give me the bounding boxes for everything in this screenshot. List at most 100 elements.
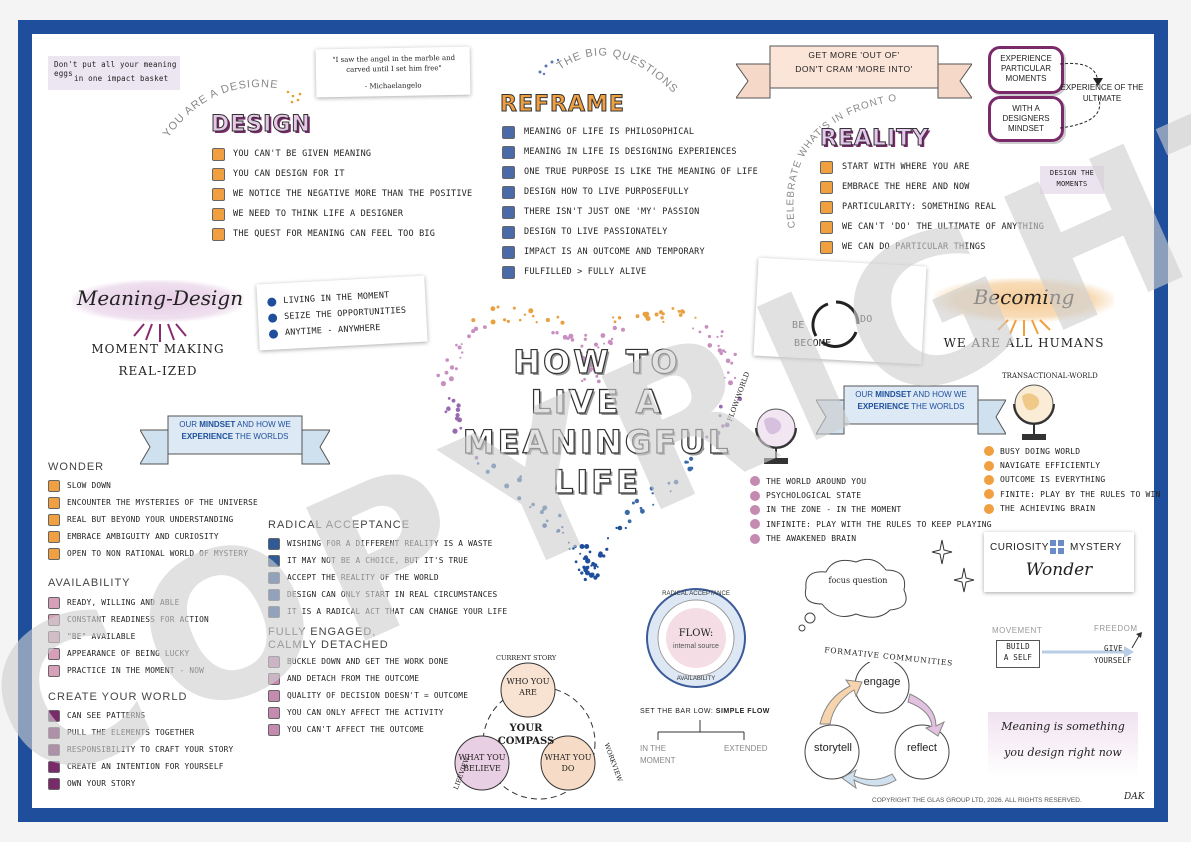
heart-dot bbox=[651, 492, 654, 495]
heart-dot bbox=[580, 571, 584, 575]
becoming-sub: WE ARE ALL HUMANS bbox=[943, 336, 1105, 350]
heart-dot bbox=[724, 350, 727, 354]
flow-circle-diagram bbox=[646, 588, 746, 688]
compass-left: WHAT YOU BELIEVE bbox=[458, 753, 506, 773]
formative-storytell: storytell bbox=[814, 742, 852, 754]
heart-dot bbox=[582, 557, 586, 560]
curiosity-left: CURIOSITY bbox=[990, 542, 1049, 553]
heart-dot bbox=[567, 541, 570, 544]
heart-dot bbox=[711, 433, 716, 438]
experience-box-2: WITH A DESIGNERS MINDSET bbox=[988, 96, 1064, 142]
heart-dot bbox=[590, 572, 595, 577]
heart-dot bbox=[473, 439, 479, 445]
heart-dot bbox=[584, 570, 590, 576]
build-self-line1: BUILD bbox=[1006, 642, 1030, 651]
cycle-do: DO bbox=[860, 314, 873, 325]
heart-dot bbox=[574, 560, 578, 564]
heart-dot bbox=[454, 367, 458, 371]
heart-dot bbox=[727, 371, 730, 374]
heart-dot bbox=[473, 326, 479, 331]
list-item: You can only affect the activity bbox=[268, 704, 468, 721]
heart-dot bbox=[455, 343, 458, 347]
heart-dot bbox=[617, 525, 623, 531]
compass-arc-top: CURRENT STORY bbox=[496, 654, 557, 662]
heart-dot bbox=[545, 317, 550, 323]
mindset-banner-right-line1: OUR MINDSET AND HOW WE bbox=[855, 390, 967, 399]
experience-side-text: EXPERIENCE OF THE ULTIMATE bbox=[1060, 83, 1144, 103]
heart-dot bbox=[496, 305, 500, 309]
heart-dot bbox=[568, 333, 574, 339]
heart-dot bbox=[639, 506, 643, 510]
focus-question-text: focus question bbox=[828, 576, 888, 585]
transactional-globe-icon bbox=[1013, 384, 1055, 440]
heart-dot bbox=[694, 316, 697, 319]
heart-dot bbox=[635, 314, 640, 319]
list-item: Slow down bbox=[48, 477, 258, 494]
signature: DAK bbox=[1124, 792, 1145, 802]
top-note-line2: in one impact basket bbox=[74, 74, 169, 83]
list-item: Accept the reality of the world bbox=[268, 569, 507, 586]
heart-dot bbox=[447, 397, 451, 400]
heart-dot bbox=[698, 330, 702, 334]
heart-dot bbox=[436, 373, 440, 378]
list-item: In the zone - in the moment bbox=[750, 503, 992, 517]
heart-dot bbox=[455, 407, 461, 412]
heart-dot bbox=[603, 342, 605, 345]
heart-dot bbox=[573, 544, 577, 549]
top-note-line1: Don't put all your meaning eggs bbox=[54, 60, 177, 78]
heart-dot bbox=[555, 331, 559, 335]
heart-dot bbox=[690, 466, 694, 470]
heart-dot bbox=[631, 501, 635, 505]
heart-dot bbox=[725, 358, 731, 364]
heart-dot bbox=[539, 510, 544, 515]
heart-dot bbox=[660, 316, 664, 320]
grid-icon bbox=[1050, 540, 1064, 554]
heart-dot bbox=[519, 475, 522, 478]
list-item: The achieving brain bbox=[984, 502, 1161, 516]
heart-dot bbox=[446, 406, 451, 411]
meaning-design-sub2: REAL-IZED bbox=[118, 364, 198, 378]
heart-dot bbox=[580, 379, 584, 383]
heart-dot bbox=[542, 523, 547, 528]
cycle-become: BECOME bbox=[794, 338, 832, 349]
reality-title: REALITY bbox=[819, 126, 930, 152]
list-item: Encounter the mysteries of the universe bbox=[48, 494, 258, 511]
heart-dot bbox=[602, 554, 606, 558]
heart-dot bbox=[707, 334, 712, 339]
heart-dot bbox=[517, 477, 522, 483]
heart-dot bbox=[584, 372, 587, 375]
list-item: And detach from the outcome bbox=[268, 670, 468, 687]
cycle-be: BE bbox=[792, 320, 805, 331]
heart-dot bbox=[455, 413, 460, 418]
list-item: Open to non rational world of mystery bbox=[48, 545, 258, 562]
heart-dot bbox=[448, 376, 454, 382]
heart-dot bbox=[486, 451, 489, 455]
list-item: Appearance of being lucky bbox=[48, 645, 209, 662]
compass-right: WHAT YOU DO bbox=[544, 753, 592, 773]
heart-dot bbox=[733, 376, 737, 380]
heart-dot bbox=[490, 319, 496, 325]
heart-dot bbox=[705, 435, 709, 439]
heart-dot bbox=[596, 370, 600, 374]
heart-dot bbox=[692, 327, 695, 330]
heart-dot bbox=[584, 333, 588, 337]
heart-dot bbox=[728, 380, 733, 386]
heart-dot bbox=[678, 313, 683, 317]
flow-world-list: The world around you Psychological state… bbox=[750, 474, 992, 546]
heart-dot bbox=[717, 344, 720, 348]
heart-dot bbox=[681, 310, 686, 314]
list-item: We need to think life a designer bbox=[212, 204, 472, 224]
list-item: We notice the negative more than the pos… bbox=[212, 184, 472, 204]
heart-dot bbox=[607, 339, 613, 345]
list-item: It may not be a choice, but it's true bbox=[268, 552, 507, 569]
heart-dot bbox=[689, 456, 694, 461]
heart-dot bbox=[597, 360, 601, 365]
top-ribbon-line1: GET MORE 'OUT OF' bbox=[808, 50, 900, 60]
heart-dot bbox=[612, 316, 615, 319]
set-bar-label: SET THE BAR LOW: SIMPLE FLOW bbox=[640, 708, 770, 715]
heart-dot bbox=[583, 377, 586, 381]
heart-dot bbox=[594, 364, 597, 367]
list-item: You can't be given meaning bbox=[212, 144, 472, 164]
heart-dot bbox=[613, 320, 617, 324]
